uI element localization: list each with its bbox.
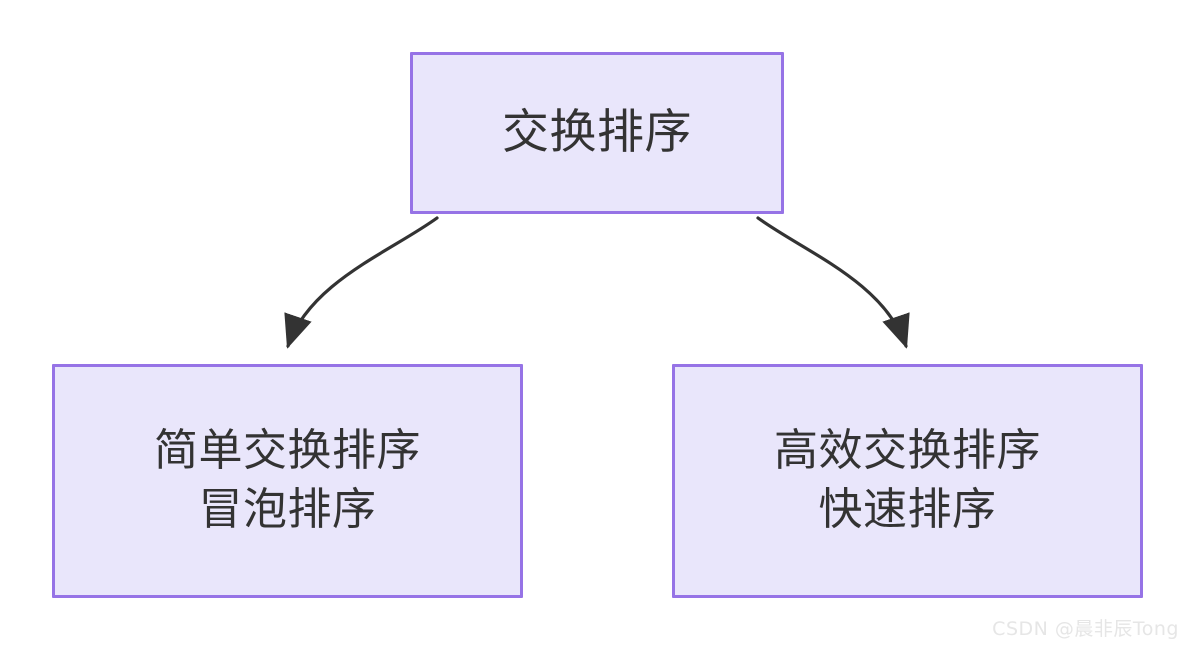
edge-root-to-simple <box>284 216 439 349</box>
edge-root-to-efficient <box>756 216 910 349</box>
node-root-line-1: 交换排序 <box>502 104 692 160</box>
csdn-watermark: CSDN @晨非辰Tong <box>992 618 1179 640</box>
node-simple-line-2: 冒泡排序 <box>198 484 377 535</box>
node-efficient-line-1: 高效交换排序 <box>774 425 1041 477</box>
node-simple-line-1: 简单交换排序 <box>154 425 421 477</box>
node-efficient-exchange-sort[interactable]: 高效交换排序 快速排序 <box>672 364 1143 598</box>
node-simple-exchange-sort[interactable]: 简单交换排序 冒泡排序 <box>52 364 523 598</box>
node-efficient-line-2: 快速排序 <box>818 484 997 535</box>
node-exchange-sort[interactable]: 交换排序 <box>410 52 784 214</box>
